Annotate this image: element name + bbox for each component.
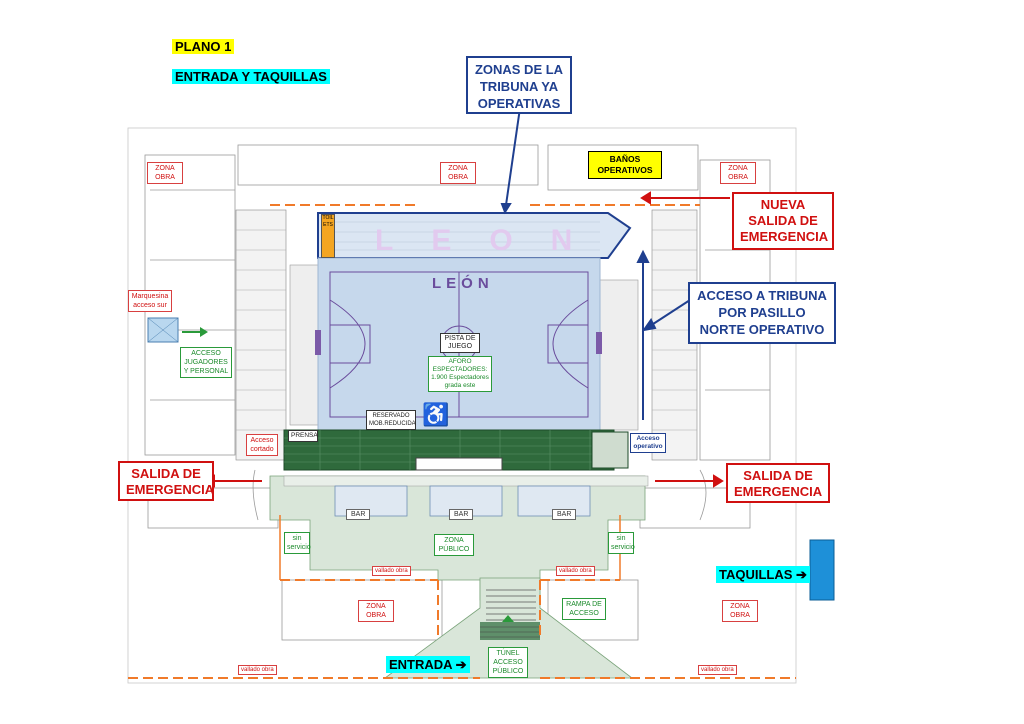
tribune-brand: LEON	[375, 224, 611, 257]
acceso-cortado-label: Acceso cortado	[246, 434, 278, 456]
zona-publico-label: ZONA PÚBLICO	[434, 534, 474, 556]
zona-obra-n: ZONA OBRA	[440, 162, 476, 184]
marquesina-label: Marquesina acceso sur	[128, 290, 172, 312]
toilets-block: TOILETS	[321, 214, 335, 258]
nueva-salida-callout: NUEVA SALIDA DE EMERGENCIA	[732, 192, 834, 250]
bar-3-label: BAR	[552, 509, 577, 520]
acceso-tribuna-callout: ACCESO A TRIBUNA POR PASILLO NORTE OPERA…	[688, 282, 836, 344]
vallado-obra-3: vallado obra	[238, 665, 277, 675]
zona-obra-ne: ZONA OBRA	[720, 162, 756, 184]
sin-servicio-left-label: sin servicio	[284, 532, 311, 554]
vallado-obra-2: vallado obra	[556, 566, 595, 576]
salida-emergencia-right-callout: SALIDA DE EMERGENCIA	[726, 463, 830, 503]
toilets-label: TOILETS	[322, 215, 334, 228]
zonas-operativas-callout: ZONAS DE LA TRIBUNA YA OPERATIVAS	[466, 56, 572, 114]
vallado-obra-4: vallado obra	[698, 665, 737, 675]
salida-emergencia-left-callout: SALIDA DE EMERGENCIA	[118, 461, 214, 501]
plan-label: PLANO 1	[172, 38, 235, 56]
entrada-label: ENTRADA ➔	[386, 656, 470, 673]
wheelchair-icon: ♿	[422, 402, 450, 427]
taquillas-label: TAQUILLAS ➔	[716, 566, 810, 583]
tunel-acceso-label: TÚNEL ACCESO PÚBLICO	[488, 647, 528, 678]
plan-subtitle: ENTRADA Y TAQUILLAS	[172, 68, 330, 86]
acceso-operativo-label: Acceso operativo	[630, 433, 666, 453]
vallado-obra-1: vallado obra	[372, 566, 411, 576]
sin-servicio-right-label: sin servicio	[608, 532, 635, 554]
acceso-jugadores-label: ACCESO JUGADORES Y PERSONAL	[180, 347, 232, 378]
bar-1-label: BAR	[346, 509, 371, 520]
pista-label: PISTA DE JUEGO	[440, 333, 480, 353]
zona-obra-nw: ZONA OBRA	[147, 162, 183, 184]
zona-obra-se: ZONA OBRA	[722, 600, 758, 622]
banos-callout: BAÑOS OPERATIVOS	[588, 151, 662, 179]
prensa-label: PRENSA	[288, 430, 318, 442]
court-brand: LEÓN	[432, 275, 494, 292]
rampa-acceso-label: RAMPA DE ACCESO	[562, 598, 606, 620]
zona-obra-sw: ZONA OBRA	[358, 600, 394, 622]
aforo-label: AFORO ESPECTADORES: 1.900 Espectadores g…	[428, 356, 492, 392]
reservado-label: RESERVADO MOB.REDUCIDA	[366, 410, 416, 430]
bar-2-label: BAR	[449, 509, 474, 520]
